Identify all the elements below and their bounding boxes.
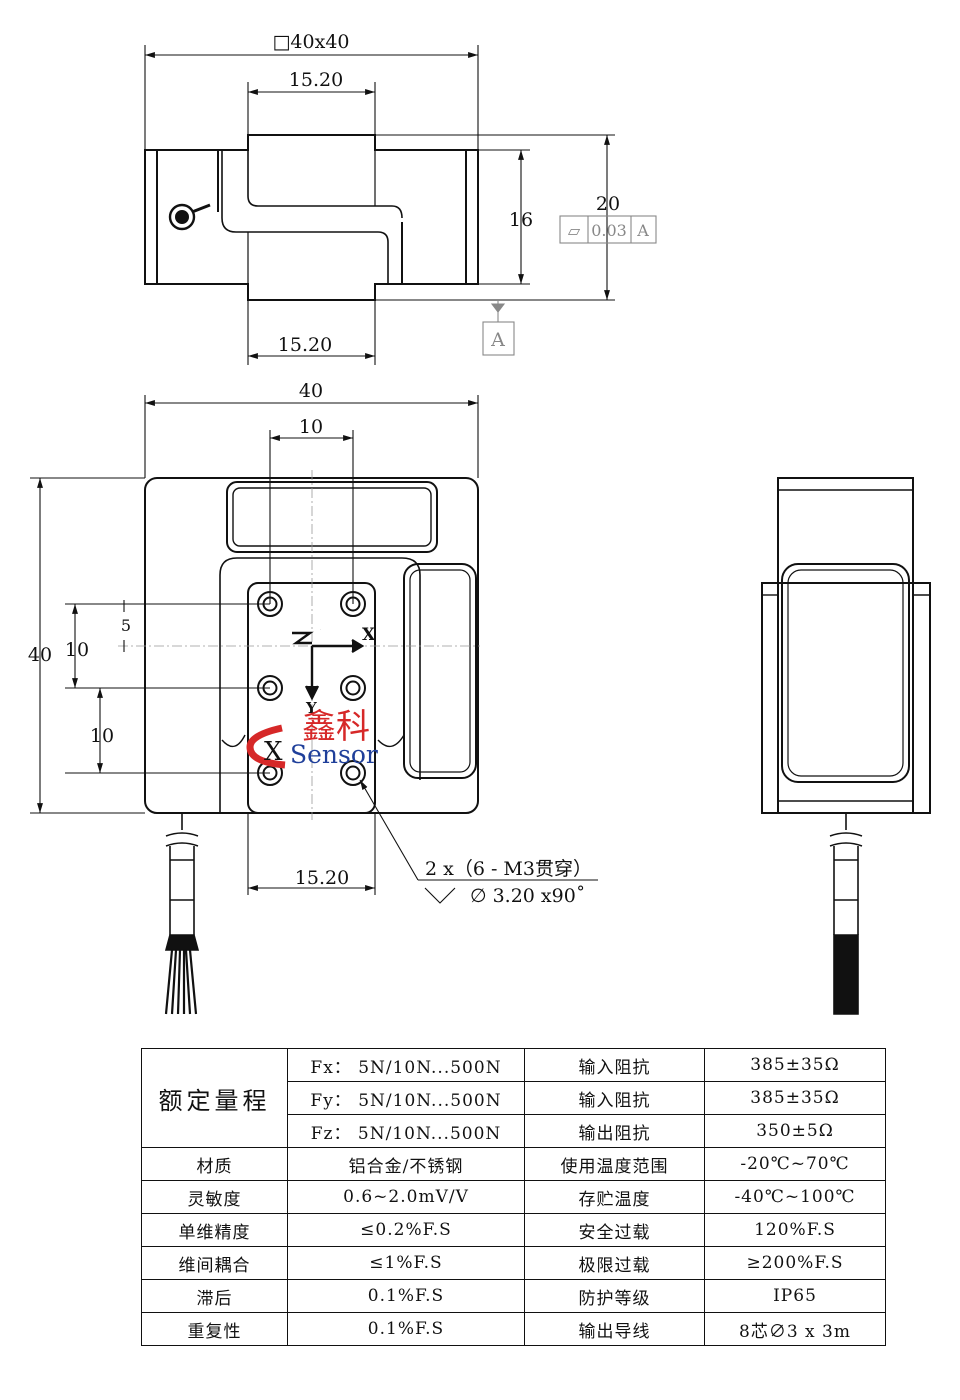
table-cell: -40℃~100℃ [704,1180,886,1214]
axis-arrows [292,631,365,701]
table-cell: 输出导线 [524,1312,705,1346]
table-cell: 8芯∅3 x 3m [704,1312,886,1346]
table-cell: 铝合金/不锈钢 [287,1147,525,1181]
table-cell: ≤1%F.S [287,1246,525,1280]
hole-spacing-x: 10 [299,416,323,438]
table-cell: 单维精度 [141,1213,288,1247]
hole-spacing-y1: 10 [65,639,89,661]
table-cell: 0.1%F.S [287,1312,525,1346]
technical-drawing: □40x40 15.20 15.20 20 16 ▱ 0.03 A A [28,31,931,1015]
front-width-dim: 40 [299,380,323,402]
hole-note-1: 2 x（6 - M3贯穿） [425,858,592,880]
top-view [144,134,479,301]
side-view [761,477,931,1015]
logo-cn: 鑫科 [302,707,370,747]
table-cell: 0.1%F.S [287,1279,525,1313]
table-cell: 385±35Ω [704,1081,886,1115]
axis-y-label: Y [305,699,317,717]
table-cell: 350±5Ω [704,1114,886,1148]
table-cell: 385±35Ω [704,1048,886,1082]
table-row: 单维精度 ≤0.2%F.S 安全过载 120%F.S [141,1213,886,1247]
table-cell: 安全过载 [524,1213,705,1247]
logo-word: Sensor [290,740,378,769]
table-cell: 材质 [141,1147,288,1181]
table-cell: 使用温度范围 [524,1147,705,1181]
front-bottom-dim: 15.20 [295,867,349,889]
table-cell: IP65 [704,1279,886,1313]
table-row: 重复性 0.1%F.S 输出导线 8芯∅3 x 3m [141,1312,886,1346]
company-logo: C X Sensor 鑫科 [246,707,378,769]
front-height-dim: 40 [28,644,52,666]
table-cell: Fz： 5N/10N...500N [287,1114,525,1148]
table-cell: 极限过载 [524,1246,705,1280]
table-cell: 120%F.S [704,1213,886,1247]
table-row: 滞后 0.1%F.S 防护等级 IP65 [141,1279,886,1313]
flatness-datum: A [636,221,649,240]
table-row: 材质 铝合金/不锈钢 使用温度范围 -20℃~70℃ [141,1147,886,1181]
table-row: 灵敏度 0.6~2.0mV/V 存贮温度 -40℃~100℃ [141,1180,886,1214]
logo-letter-x: X [264,737,283,767]
table-row: 额定量程 Fx： 5N/10N...500N 输入阻抗 385±35Ω [141,1048,886,1148]
top-slot-dim: 15.20 [289,69,343,91]
height-dim: 20 [596,193,620,215]
hole-note-2: ∅ 3.20 x90˚ [470,885,585,907]
flatness-symbol: ▱ [568,221,581,240]
table-cell: Fx： 5N/10N...500N [287,1048,525,1082]
cable-icon [164,813,200,1015]
front-view [144,477,479,1015]
spec-table: 额定量程 Fx： 5N/10N...500N 输入阻抗 385±35Ω Fy： … [141,1048,886,1346]
table-cell: 输入阻抗 [524,1081,705,1115]
table-cell: 存贮温度 [524,1180,705,1214]
table-cell: Fy： 5N/10N...500N [287,1081,525,1115]
table-cell: 维间耦合 [141,1246,288,1280]
flatness-tolerance: 0.03 [591,221,627,240]
top-view-slot [221,150,389,284]
table-row: 维间耦合 ≤1%F.S 极限过载 ≥200%F.S [141,1246,886,1280]
table-row: Fz： 5N/10N...500N 输出阻抗 350±5Ω [142,1114,886,1148]
table-cell: 0.6~2.0mV/V [287,1180,525,1214]
table-cell: 滞后 [141,1279,288,1313]
table-cell: 灵敏度 [141,1180,288,1214]
table-cell: ≥200%F.S [704,1246,886,1280]
axis-z-label: Z [320,629,321,631]
inner-height-dim: 16 [509,209,533,231]
table-cell: -20℃~70℃ [704,1147,886,1181]
datum-label: A [490,329,505,351]
table-cell: 输出阻抗 [524,1114,705,1148]
connector-icon [168,203,196,231]
table-cell: 防护等级 [524,1279,705,1313]
offset-5-dim: 5 [121,616,131,635]
top-overall-dim: □40x40 [272,31,349,53]
hole-spacing-y2: 10 [90,725,114,747]
side-cable-icon [829,813,863,1015]
rated-range-label: 额定量程 [141,1048,288,1148]
table-cell: 输入阻抗 [524,1048,705,1082]
table-cell: ≤0.2%F.S [287,1213,525,1247]
axis-x-label: X [362,625,376,645]
table-cell: 重复性 [141,1312,288,1346]
bottom-slot-dim: 15.20 [278,334,332,356]
